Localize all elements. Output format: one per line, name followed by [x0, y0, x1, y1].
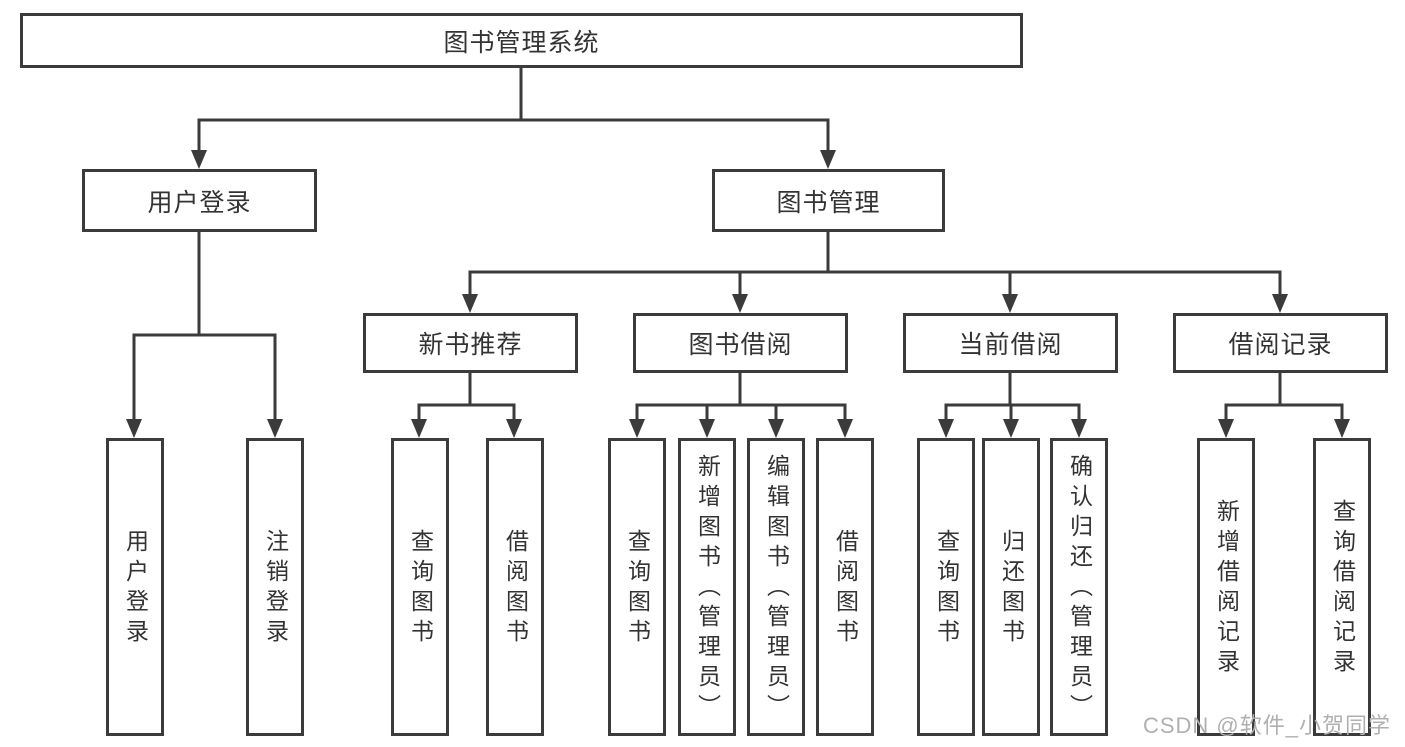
leaf-query-books-borrow: 查询图书: [608, 438, 666, 736]
leaf-query-borrow-record: 查询借阅记录: [1313, 438, 1371, 736]
arrow-down-icon: [938, 419, 954, 438]
connector-records-to-leaves: [1224, 373, 1344, 421]
leaf-user-login: 用户登录: [106, 438, 164, 736]
watermark: CSDN @软件_小贺同学: [1142, 713, 1391, 738]
connector-newbook-to-leaves: [417, 373, 516, 421]
arrow-down-icon: [1003, 419, 1019, 438]
arrow-down-icon: [462, 294, 478, 313]
arrow-down-icon: [699, 419, 715, 438]
node-user-login: 用户登录: [82, 169, 317, 232]
arrow-down-icon: [1272, 294, 1288, 313]
leaf-add-book-admin: 新增图书（管理员）: [678, 438, 736, 736]
leaf-borrow-books-recommend: 借阅图书: [486, 438, 544, 736]
arrow-down-icon: [732, 294, 748, 313]
arrow-down-icon: [267, 419, 283, 438]
arrow-down-icon: [820, 150, 836, 169]
arrow-down-icon: [191, 150, 207, 169]
node-library-management-system: 图书管理系统: [20, 13, 1023, 68]
arrowheads: [126, 150, 1350, 438]
leaf-borrow-books-borrow: 借阅图书: [816, 438, 874, 736]
node-book-borrowing: 图书借阅: [633, 313, 848, 373]
arrow-down-icon: [1002, 294, 1018, 313]
arrow-down-icon: [126, 419, 142, 438]
connector-bookborrow-to-leaves: [635, 373, 847, 421]
connector-root-to-level2: [197, 68, 830, 152]
connector-bookmgmt-to-level3: [468, 232, 1282, 296]
arrow-down-icon: [1071, 419, 1087, 438]
arrow-down-icon: [768, 419, 784, 438]
leaf-confirm-return-admin: 确认归还（管理员）: [1050, 438, 1108, 736]
arrow-down-icon: [1218, 419, 1234, 438]
arrow-down-icon: [411, 419, 427, 438]
leaf-edit-book-admin: 编辑图书（管理员）: [747, 438, 805, 736]
node-borrowing-records: 借阅记录: [1173, 313, 1388, 373]
arrow-down-icon: [1334, 419, 1350, 438]
node-book-management: 图书管理: [712, 169, 945, 232]
leaf-logout-login: 注销登录: [246, 438, 304, 736]
leaf-add-borrow-record: 新增借阅记录: [1197, 438, 1255, 736]
connector-currentborrow-to-leaves: [944, 373, 1081, 421]
leaf-query-books-current: 查询图书: [917, 438, 975, 736]
connector-userlogin-to-leaves: [132, 232, 277, 421]
node-current-borrowing: 当前借阅: [903, 313, 1118, 373]
arrow-down-icon: [506, 419, 522, 438]
leaf-query-books-recommend: 查询图书: [391, 438, 449, 736]
node-new-book-recommend: 新书推荐: [363, 313, 578, 373]
leaf-return-books: 归还图书: [982, 438, 1040, 736]
arrow-down-icon: [629, 419, 645, 438]
arrow-down-icon: [837, 419, 853, 438]
